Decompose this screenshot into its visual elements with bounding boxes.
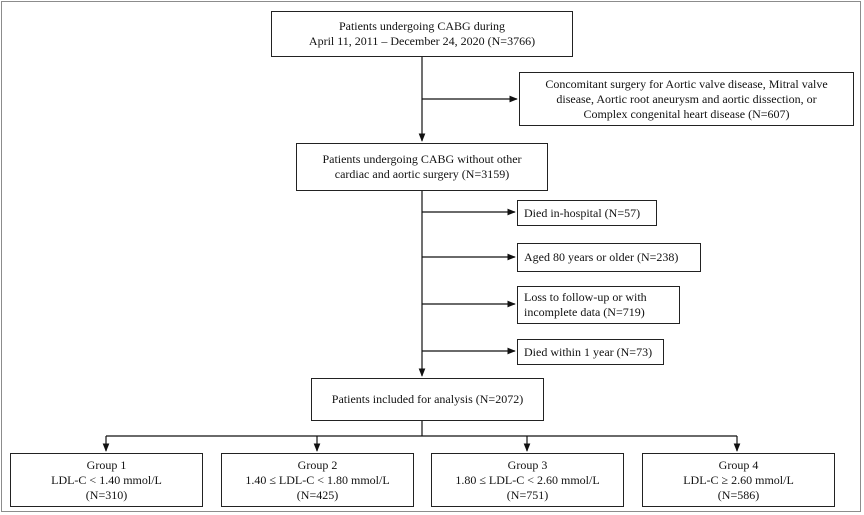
group-4-box: Group 4 LDL-C ≥ 2.60 mmol/L (N=586) [642,453,835,507]
group-2-count: (N=425) [296,487,339,502]
group-2-name: Group 2 [297,457,338,472]
start-population-box: Patients undergoing CABG during April 11… [271,11,573,57]
group-1-count: (N=310) [85,487,128,502]
exclusion-3-line-1: Aged 80 years or older (N=238) [524,250,679,264]
exclusion-4-line-1: Loss to follow-up or with [524,290,647,304]
exclusion-aged-80-box: Aged 80 years or older (N=238) [517,243,701,272]
exclusion-5-line-1: Died within 1 year (N=73) [524,344,653,359]
group-4-criterion: LDL-C ≥ 2.60 mmol/L [683,472,794,487]
group-1-criterion: LDL-C < 1.40 mmol/L [51,472,162,487]
group-2-criterion: 1.40 ≤ LDL-C < 1.80 mmol/L [245,472,390,487]
group-2-box: Group 2 1.40 ≤ LDL-C < 1.80 mmol/L (N=42… [221,453,414,507]
group-1-box: Group 1 LDL-C < 1.40 mmol/L (N=310) [10,453,203,507]
middle-line-2: cardiac and aortic surgery (N=3159) [334,167,510,181]
analysis-population-box: Patients included for analysis (N=2072) [311,378,544,421]
exclusion-died-within-1-year-box: Died within 1 year (N=73) [517,339,664,365]
group-3-box: Group 3 1.80 ≤ LDL-C < 2.60 mmol/L (N=75… [431,453,624,507]
cabg-only-population-box: Patients undergoing CABG without other c… [296,143,548,191]
exclusion-1-line-2: disease, Aortic root aneurysm and aortic… [556,91,817,106]
start-line-1: Patients undergoing CABG during [338,19,506,33]
exclusion-1-line-1: Concomitant surgery for Aortic valve dis… [545,76,828,91]
exclusion-4-line-2: incomplete data (N=719) [524,305,645,319]
exclusion-2-line-1: Died in-hospital (N=57) [524,205,641,220]
group-1-name: Group 1 [86,457,127,472]
group-3-name: Group 3 [507,457,548,472]
group-4-count: (N=586) [717,487,760,502]
group-3-count: (N=751) [506,487,549,502]
exclusion-died-in-hospital-box: Died in-hospital (N=57) [517,200,657,226]
group-4-name: Group 4 [718,457,759,472]
middle-line-1: Patients undergoing CABG without other [322,152,522,166]
start-line-2: April 11, 2011 – December 24, 2020 (N=37… [308,34,536,48]
exclusion-loss-to-follow-up-box: Loss to follow-up or with incomplete dat… [517,286,680,324]
analysis-line-1: Patients included for analysis (N=2072) [331,392,524,406]
exclusion-1-line-3: Complex congenital heart disease (N=607) [583,106,790,121]
group-3-criterion: 1.80 ≤ LDL-C < 2.60 mmol/L [455,472,600,487]
exclusion-concomitant-surgery-box: Concomitant surgery for Aortic valve dis… [519,72,854,126]
